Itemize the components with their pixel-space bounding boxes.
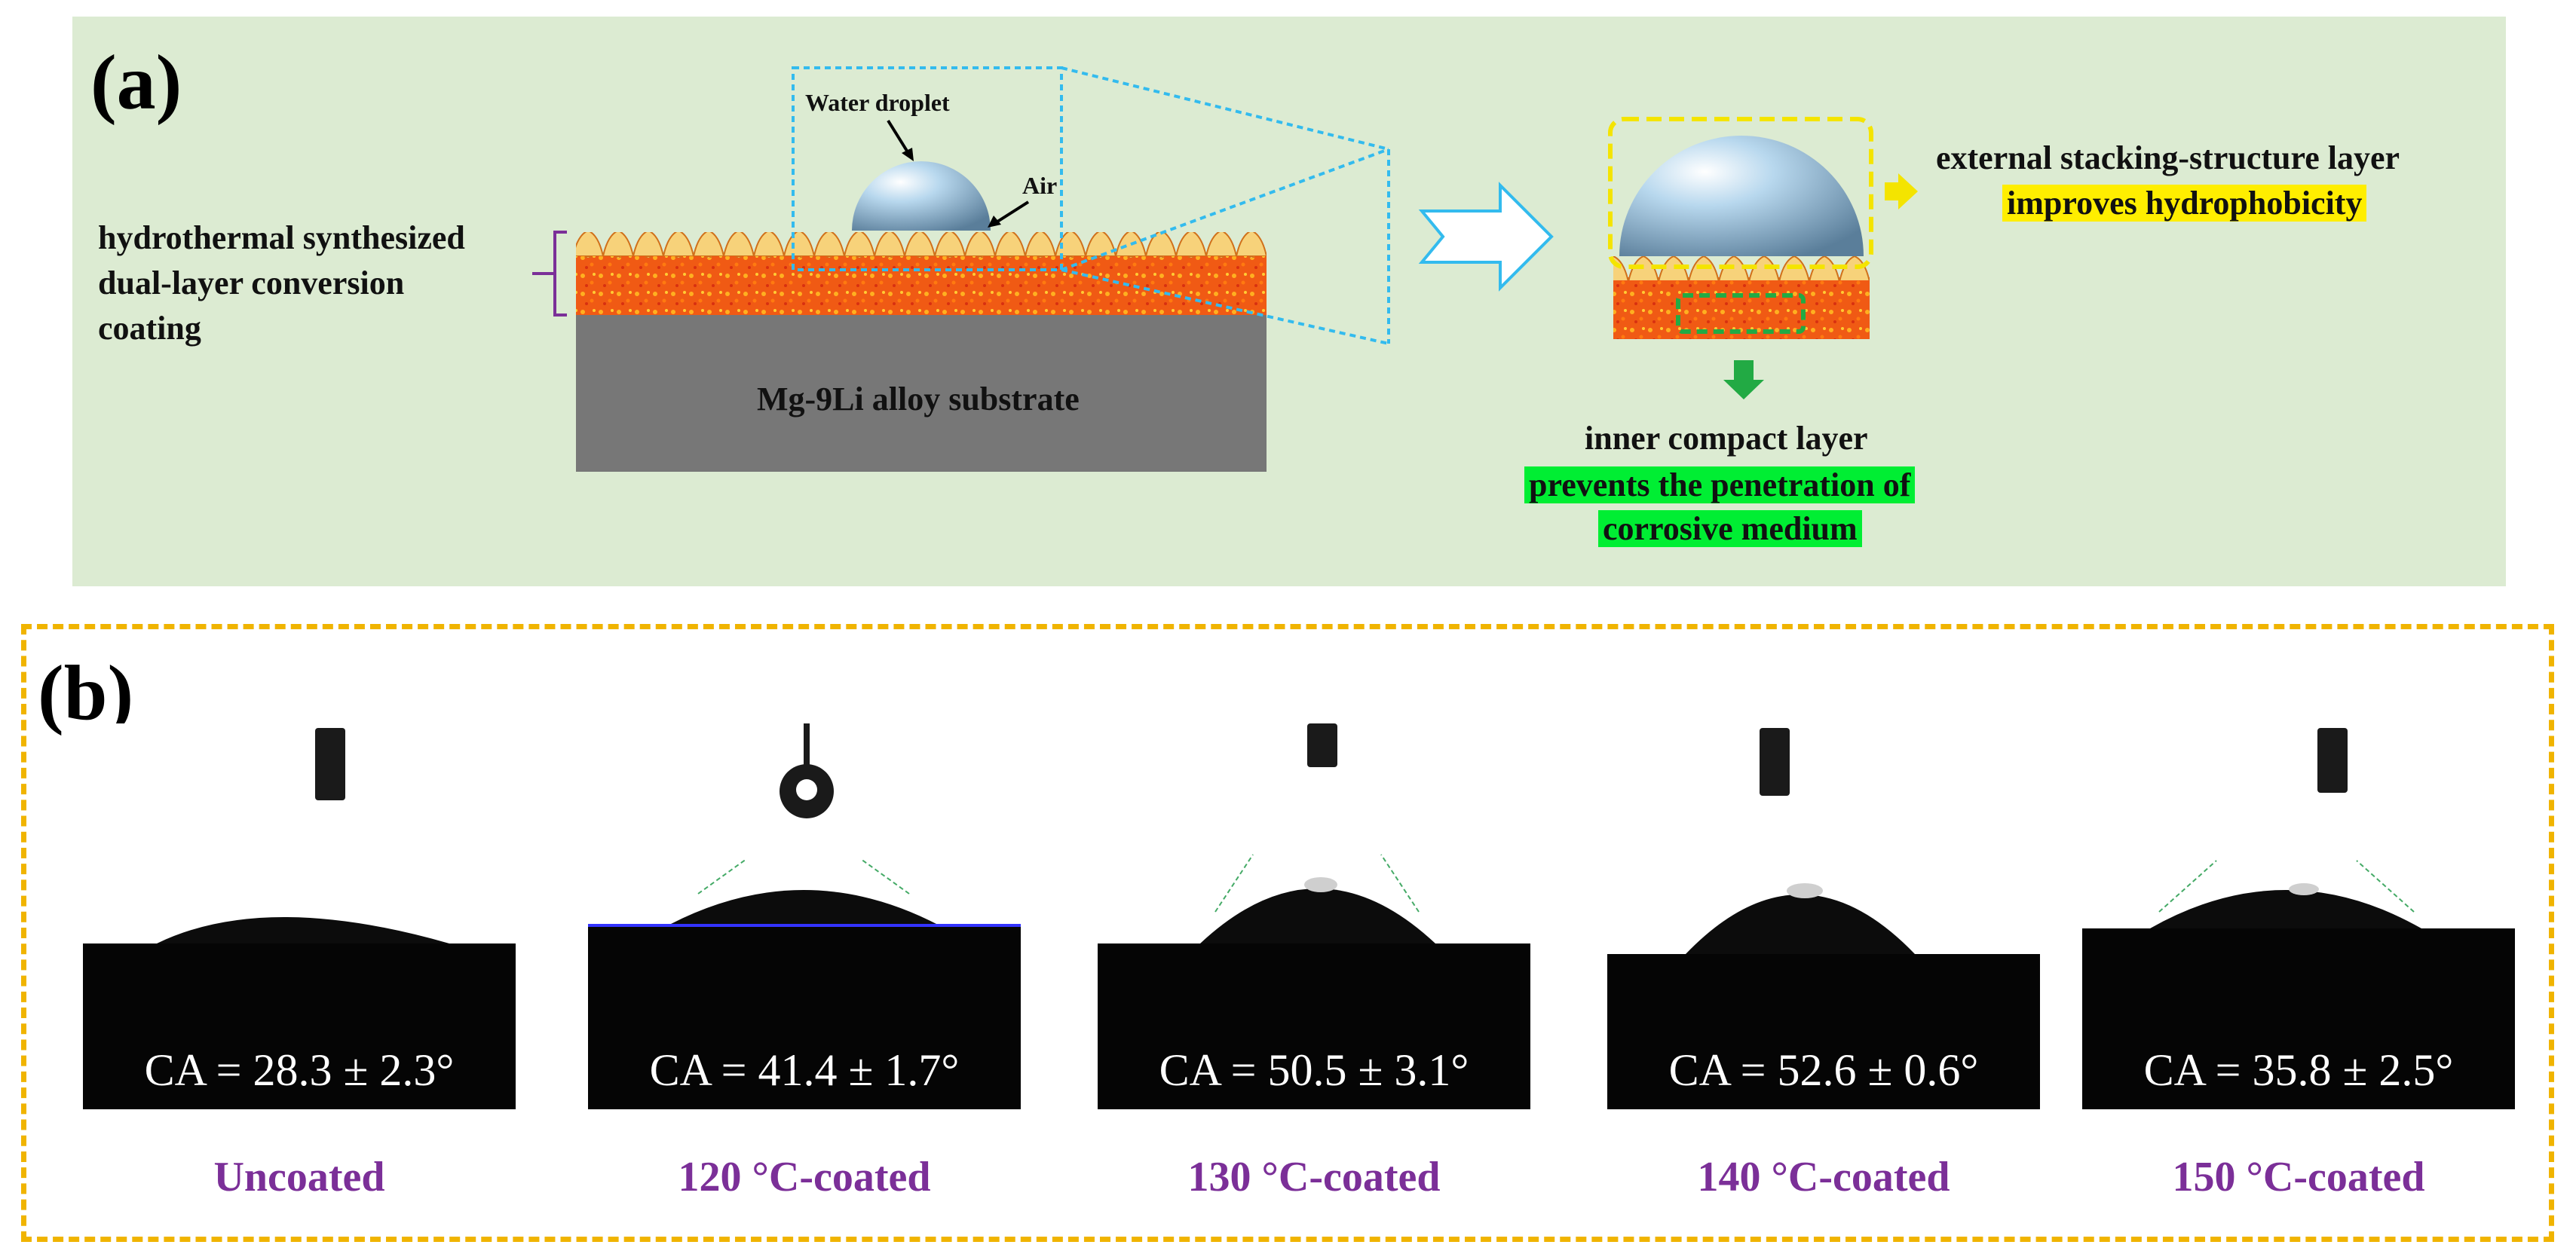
ca-value-3: CA = 50.5 ± 3.1° — [1159, 1045, 1469, 1095]
inner-layer-title: inner compact layer — [1585, 420, 1868, 457]
contact-angle-image-1: CA = 28.3 ± 2.3° — [83, 723, 516, 1109]
green-arrow — [1723, 360, 1764, 399]
coating-label-line-2: dual-layer conversion — [98, 265, 405, 301]
ca-value-2: CA = 41.4 ± 1.7° — [649, 1045, 960, 1095]
zoom-box — [792, 66, 1063, 271]
sample-name-1: Uncoated — [213, 1154, 385, 1200]
contact-angle-image-3: CA = 50.5 ± 3.1° — [1098, 723, 1530, 1109]
panel-b-label: (b) — [38, 650, 134, 736]
coating-label-line-3: coating — [98, 310, 201, 347]
substrate-block — [576, 315, 1267, 472]
panel-a-label: (a) — [90, 39, 182, 126]
enlarged-droplet — [1619, 136, 1864, 256]
outer-layer-box — [1608, 117, 1873, 269]
contact-angle-image-5: CA = 35.8 ± 2.5° — [2082, 723, 2515, 1109]
air-label: Air — [1022, 172, 1058, 199]
ca-value-5: CA = 35.8 ± 2.5° — [2143, 1045, 2454, 1095]
substrate-label: Mg-9Li alloy substrate — [757, 381, 1080, 417]
coating-layer — [576, 255, 1267, 315]
sample-name-3: 130 °C-coated — [1187, 1154, 1441, 1200]
contact-angle-image-2: CA = 41.4 ± 1.7° — [588, 723, 1021, 1109]
sample-name-5: 150 °C-coated — [2172, 1154, 2425, 1200]
process-arrow — [1418, 182, 1554, 292]
outer-layer-title: external stacking-structure layer — [1936, 139, 2400, 176]
ca-value-1: CA = 28.3 ± 2.3° — [144, 1045, 455, 1095]
inner-layer-highlight-2: corrosive medium — [1598, 510, 1862, 547]
coating-scales — [576, 232, 1267, 258]
yellow-arrow — [1885, 173, 1918, 209]
inner-layer-highlight-1: prevents the penetration of — [1524, 466, 1916, 503]
contact-angle-image-4: CA = 52.6 ± 0.6° — [1607, 723, 2040, 1109]
droplet-label: Water droplet — [805, 89, 950, 116]
ca-value-4: CA = 52.6 ± 0.6° — [1668, 1045, 1979, 1095]
inner-layer-box — [1676, 293, 1806, 334]
coating-label-line-1: hydrothermal synthesized — [98, 219, 465, 256]
sample-name-4: 140 °C-coated — [1697, 1154, 1950, 1200]
enlarged-coating — [1613, 277, 1870, 339]
water-droplet-shape — [852, 161, 991, 231]
sample-name-2: 120 °C-coated — [678, 1154, 931, 1200]
outer-layer-highlight: improves hydrophobicity — [2002, 185, 2367, 222]
panel-a — [72, 17, 2506, 586]
coating-bracket — [553, 231, 567, 317]
